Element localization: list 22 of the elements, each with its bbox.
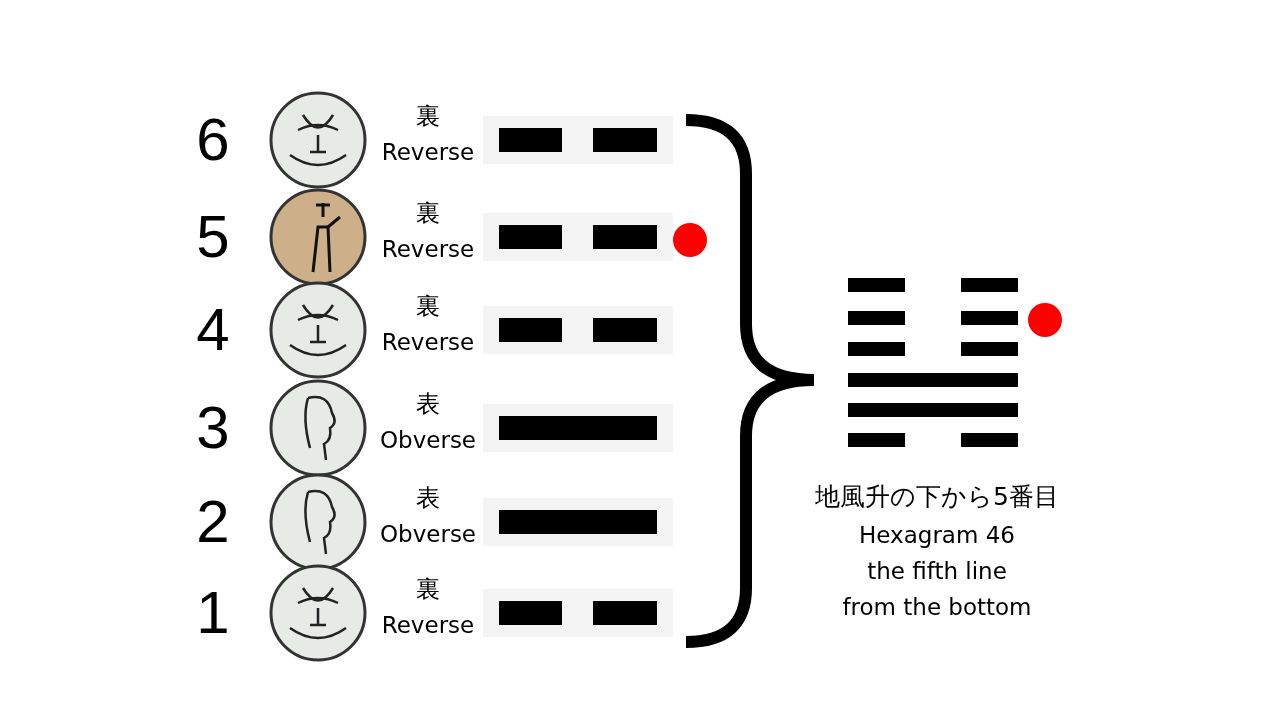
coin-side-label: Obverse bbox=[378, 520, 478, 548]
coin-side-kanji: 表 bbox=[415, 390, 441, 418]
row-number: 3 bbox=[195, 398, 231, 458]
coin-side-kanji: 裏 bbox=[415, 199, 441, 227]
coin-side-kanji: 裏 bbox=[415, 102, 441, 130]
row-number: 2 bbox=[195, 492, 231, 552]
coin-side-kanji: 裏 bbox=[415, 575, 441, 603]
coin-side-label: Reverse bbox=[380, 611, 476, 639]
row-number: 5 bbox=[195, 207, 231, 267]
hexagram-description: Hexagram 46 bbox=[858, 521, 1016, 550]
coin-side-label: Reverse bbox=[380, 235, 476, 263]
coin-side-label: Reverse bbox=[380, 138, 476, 166]
row-number: 1 bbox=[195, 583, 231, 643]
coin-side-kanji: 表 bbox=[415, 484, 441, 512]
hexagram-description: from the bottom bbox=[841, 593, 1033, 622]
coin-side-kanji: 裏 bbox=[415, 292, 441, 320]
hexagram-name: 地風升の下から5番目 bbox=[814, 482, 1060, 512]
coin-side-label: Obverse bbox=[378, 426, 478, 454]
coin-side-label: Reverse bbox=[380, 328, 476, 356]
hexagram-description: the fifth line bbox=[866, 557, 1008, 586]
row-number: 4 bbox=[195, 300, 231, 360]
row-number: 6 bbox=[195, 110, 231, 170]
